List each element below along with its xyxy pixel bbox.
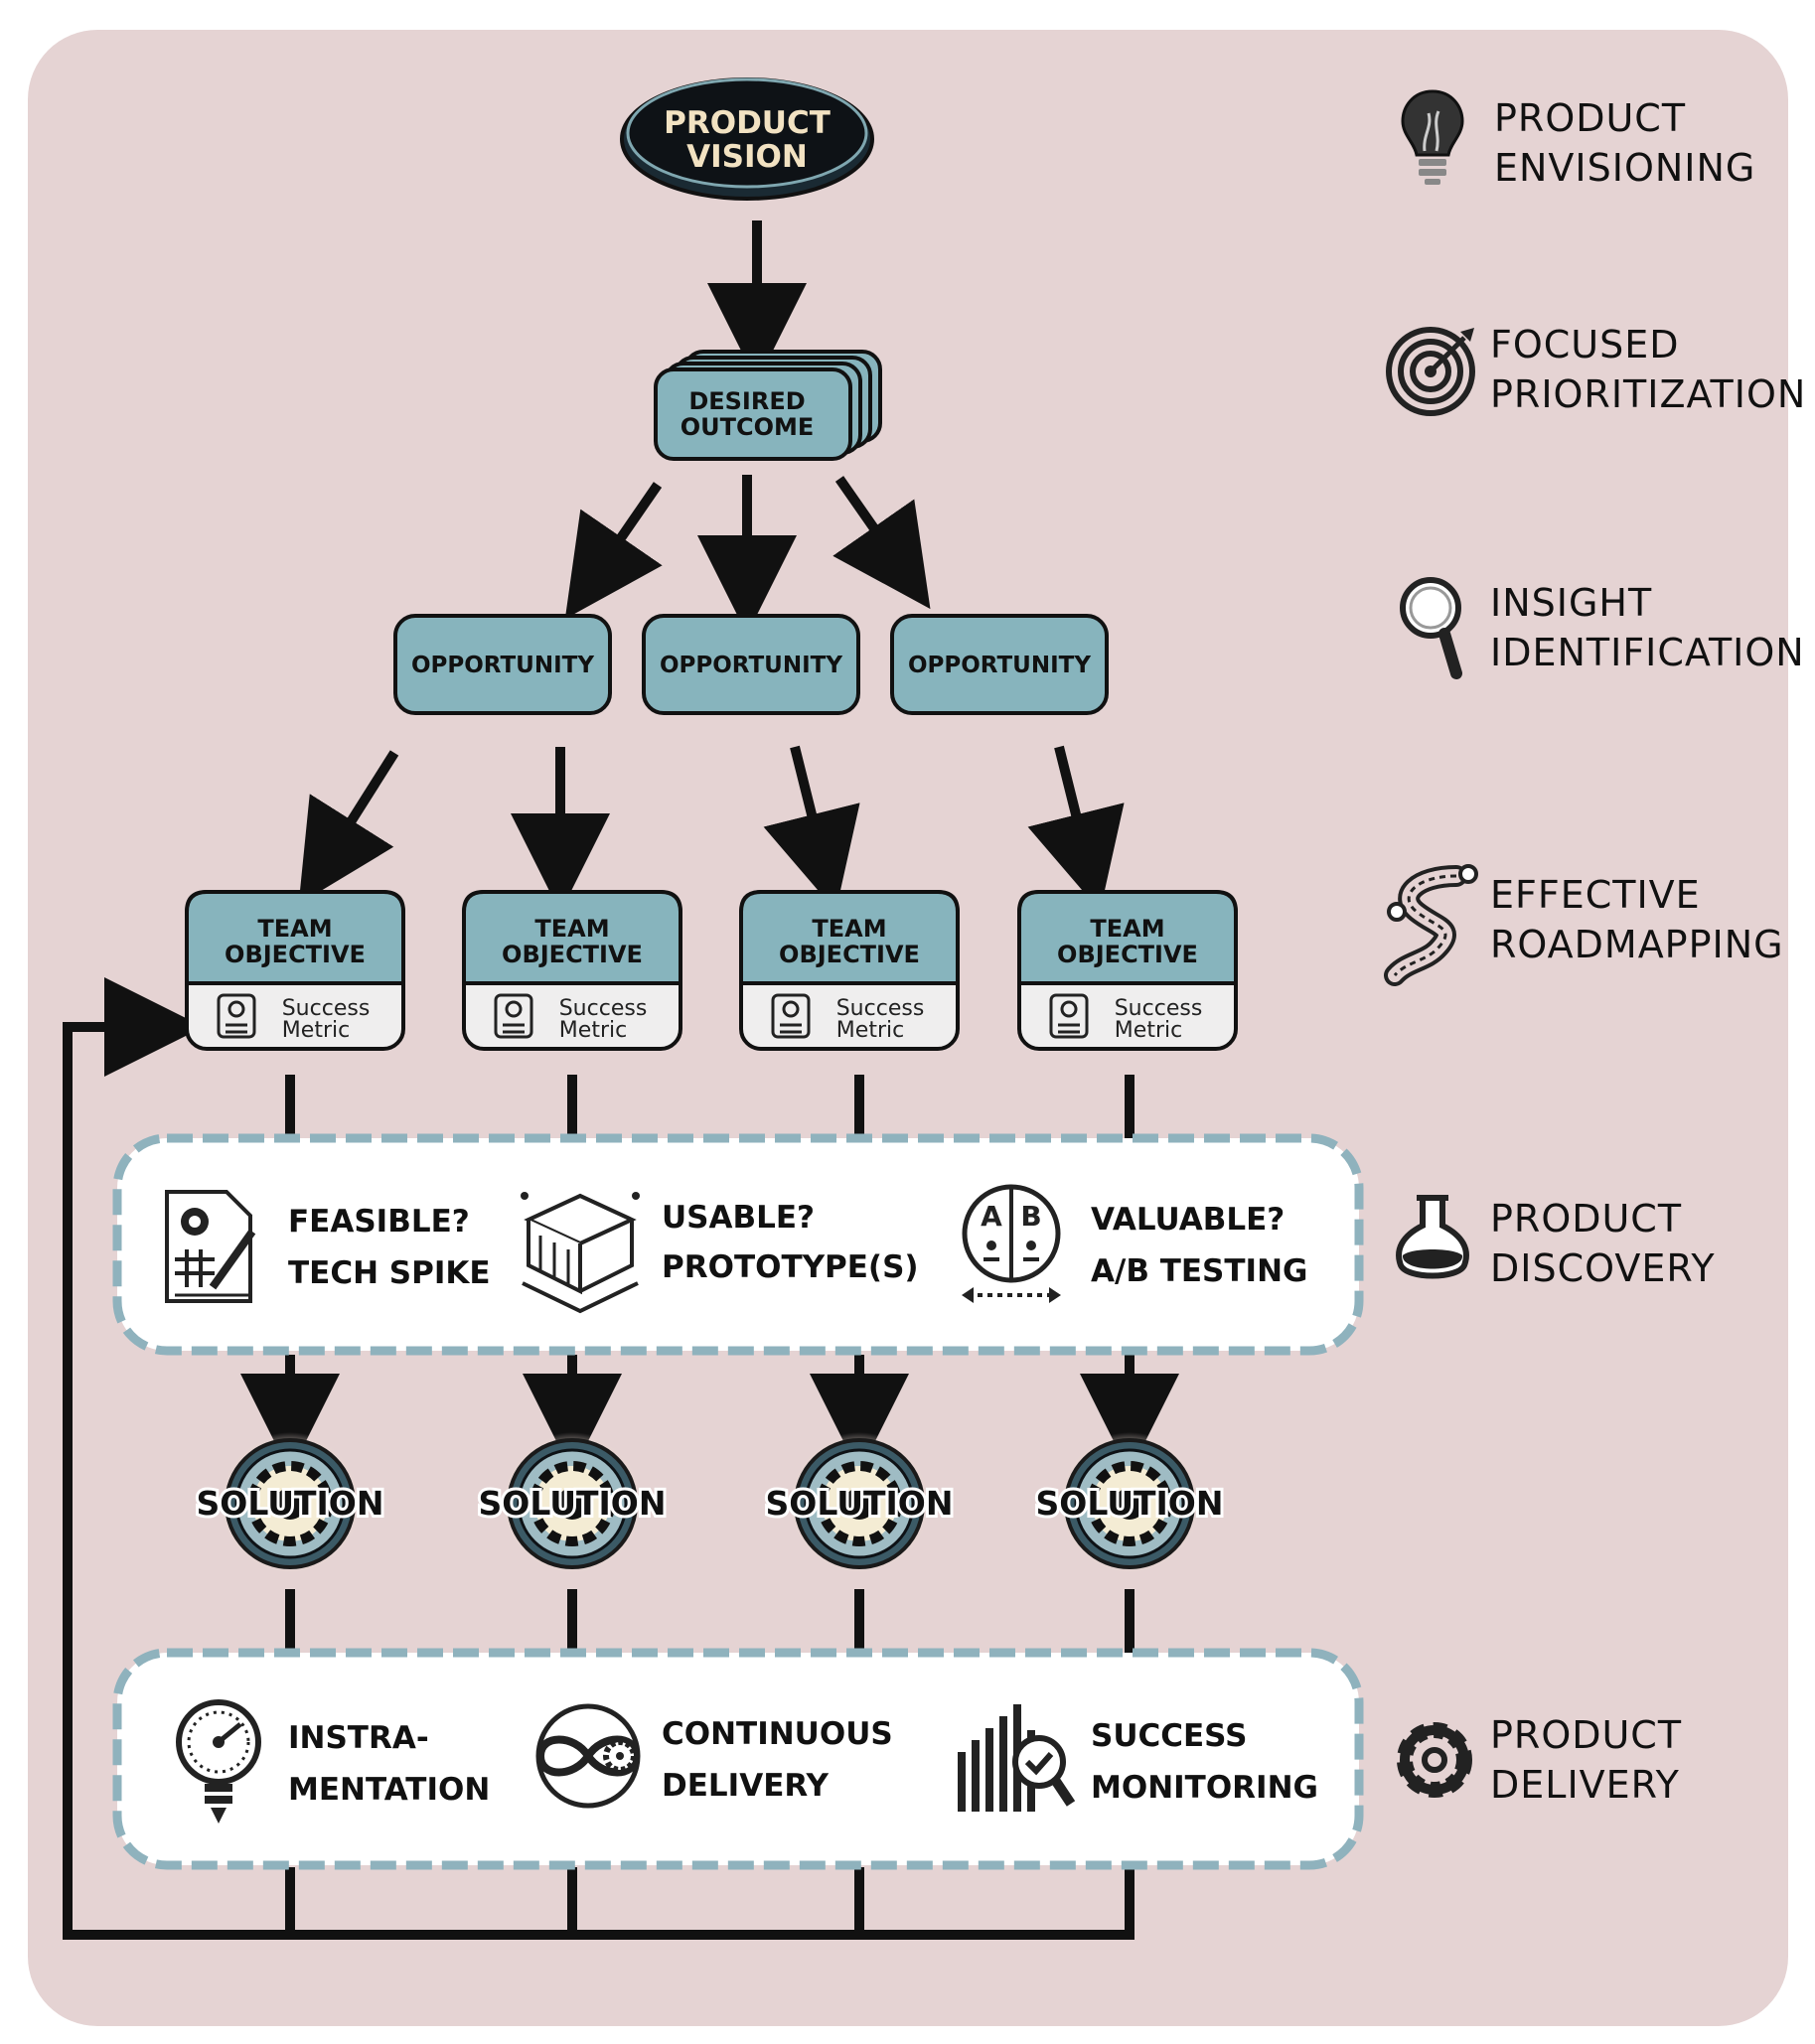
team-objective-1: TEAM OBJECTIVE Success Metric — [185, 890, 405, 1051]
mentation-label: MENTATION — [288, 1772, 490, 1808]
stage-discovery: PRODUCT DISCOVERY — [1396, 1195, 1716, 1290]
arrow-opp1-obj1 — [298, 750, 399, 905]
stage-line1: FOCUSED — [1490, 323, 1680, 366]
monitoring-label: MONITORING — [1091, 1770, 1318, 1806]
lightbulb-icon — [1401, 89, 1464, 185]
tech-spike-icon — [165, 1190, 256, 1303]
discovery-panel: FEASIBLE? TECH SPIKE USABLE? PROTOTYPE(S… — [112, 1133, 1364, 1356]
flask-icon — [1396, 1195, 1469, 1279]
objective-line2: OBJECTIVE — [502, 941, 643, 968]
metric-icon — [1049, 993, 1089, 1039]
stage-prioritization: FOCUSED PRIORITIZATION — [1386, 323, 1806, 416]
metric-line1: Success — [559, 996, 648, 1021]
stage-line2: ENVISIONING — [1494, 146, 1755, 190]
ab-testing-label: A/B TESTING — [1091, 1253, 1307, 1289]
metric-icon — [771, 993, 811, 1039]
solution-2: SOLUTION — [476, 1432, 669, 1575]
objective-line2: OBJECTIVE — [1057, 941, 1198, 968]
stage-line1: INSIGHT — [1490, 581, 1652, 625]
solution-label: SOLUTION — [479, 1484, 667, 1523]
metric-line2: Metric — [1115, 1018, 1182, 1043]
objective-line1: TEAM — [257, 915, 332, 943]
arrow-outcome-opp1 — [564, 482, 663, 620]
svg-text:A: A — [981, 1200, 1002, 1233]
solution-1: SOLUTION — [194, 1432, 386, 1575]
target-icon — [1386, 327, 1475, 416]
vision-line2: VISION — [686, 139, 808, 175]
solution-label: SOLUTION — [766, 1484, 954, 1523]
road-icon — [1384, 864, 1478, 986]
stage-line2: DELIVERY — [1490, 1763, 1680, 1807]
ab-testing-icon: A B — [962, 1184, 1061, 1303]
objective-line2: OBJECTIVE — [779, 941, 920, 968]
feedback-loop-arrow — [63, 977, 1134, 1940]
desired-outcome: DESIRED OUTCOME — [654, 350, 882, 461]
stage-envisioning: PRODUCT ENVISIONING — [1401, 89, 1755, 190]
outcome-line1: DESIRED — [688, 387, 805, 415]
stage-line1: PRODUCT — [1494, 96, 1686, 140]
vision-line1: PRODUCT — [664, 105, 831, 141]
stage-line1: PRODUCT — [1490, 1713, 1682, 1757]
team-objective-2: TEAM OBJECTIVE Success Metric — [462, 890, 682, 1051]
stage-line2: ROADMAPPING — [1490, 923, 1784, 966]
prototype-icon — [521, 1192, 640, 1314]
metric-line1: Success — [836, 996, 925, 1021]
metric-line2: Metric — [559, 1018, 627, 1043]
continuous-delivery-icon — [535, 1703, 641, 1809]
svg-text:B: B — [1020, 1200, 1041, 1233]
stage-line1: EFFECTIVE — [1490, 873, 1701, 917]
solution-label: SOLUTION — [197, 1484, 384, 1523]
feasible-label: FEASIBLE? — [288, 1204, 470, 1240]
stage-delivery: PRODUCT DELIVERY — [1397, 1713, 1682, 1807]
opportunity-3: OPPORTUNITY — [890, 614, 1109, 715]
stage-line2: IDENTIFICATION — [1490, 631, 1805, 674]
success-monitoring-icon — [958, 1704, 1076, 1812]
opportunity-label: OPPORTUNITY — [411, 653, 594, 678]
stage-line2: PRIORITIZATION — [1490, 372, 1806, 416]
objective-line1: TEAM — [534, 915, 609, 943]
objective-line1: TEAM — [1090, 915, 1164, 943]
solution-4: SOLUTION — [1033, 1432, 1226, 1575]
delivery-panel: INSTRA- MENTATION CONTINUOUS DELIVERY SU… — [112, 1648, 1364, 1870]
opportunity-1: OPPORTUNITY — [393, 614, 612, 715]
stage-roadmapping: EFFECTIVE ROADMAPPING — [1384, 864, 1784, 986]
prototype-label: PROTOTYPE(S) — [662, 1249, 919, 1285]
instrumentation-icon — [176, 1699, 261, 1824]
solution-3: SOLUTION — [763, 1432, 956, 1575]
opportunity-2: OPPORTUNITY — [642, 614, 860, 715]
team-objective-4: TEAM OBJECTIVE Success Metric — [1017, 890, 1238, 1051]
delivery-label: DELIVERY — [662, 1768, 830, 1804]
metric-line1: Success — [282, 996, 371, 1021]
outcome-line2: OUTCOME — [681, 413, 815, 441]
usable-label: USABLE? — [662, 1200, 815, 1236]
solution-label: SOLUTION — [1036, 1484, 1224, 1523]
objective-line2: OBJECTIVE — [225, 941, 366, 968]
opportunity-label: OPPORTUNITY — [660, 653, 842, 678]
arrow-opp2-obj3 — [763, 745, 860, 912]
instra-label: INSTRA- — [288, 1720, 429, 1756]
arrow-opp3-obj4 — [1027, 745, 1125, 912]
gear-icon — [1397, 1722, 1472, 1798]
metric-line2: Metric — [282, 1018, 350, 1043]
success-label: SUCCESS — [1091, 1718, 1247, 1754]
stage-line1: PRODUCT — [1490, 1197, 1682, 1241]
tech-spike-label: TECH SPIKE — [288, 1255, 491, 1291]
metric-line2: Metric — [836, 1018, 904, 1043]
metric-icon — [217, 993, 256, 1039]
magnifier-icon — [1400, 577, 1462, 679]
stage-insight: INSIGHT IDENTIFICATION — [1400, 577, 1805, 679]
arrow-outcome-opp3 — [832, 476, 931, 610]
objective-line1: TEAM — [812, 915, 886, 943]
team-objective-3: TEAM OBJECTIVE Success Metric — [739, 890, 960, 1051]
connectors — [63, 220, 1179, 1940]
product-vision: PRODUCT VISION — [620, 77, 874, 201]
metric-icon — [494, 993, 533, 1039]
metric-line1: Success — [1115, 996, 1203, 1021]
valuable-label: VALUABLE? — [1091, 1202, 1285, 1238]
opportunity-label: OPPORTUNITY — [908, 653, 1091, 678]
stage-line2: DISCOVERY — [1490, 1246, 1716, 1290]
continuous-label: CONTINUOUS — [662, 1716, 893, 1752]
